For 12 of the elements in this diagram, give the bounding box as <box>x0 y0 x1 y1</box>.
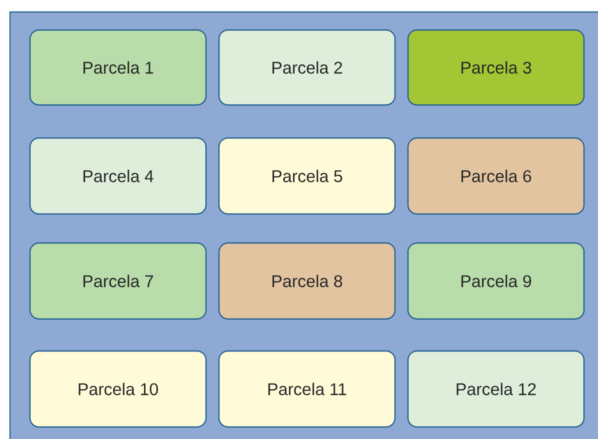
parcel-box: Parcela 8 <box>218 242 396 320</box>
parcel-box: Parcela 9 <box>407 242 585 320</box>
parcel-box: Parcela 4 <box>29 137 207 215</box>
parcel-box: Parcela 5 <box>218 137 396 215</box>
parcel-box: Parcela 12 <box>407 350 585 428</box>
parcel-box: Parcela 3 <box>407 29 585 106</box>
parcel-box: Parcela 2 <box>218 29 396 106</box>
parcel-box: Parcela 1 <box>29 29 207 106</box>
parcel-box: Parcela 11 <box>218 350 396 428</box>
parcel-box: Parcela 10 <box>29 350 207 428</box>
parcel-box: Parcela 7 <box>29 242 207 320</box>
parcel-box: Parcela 6 <box>407 137 585 215</box>
